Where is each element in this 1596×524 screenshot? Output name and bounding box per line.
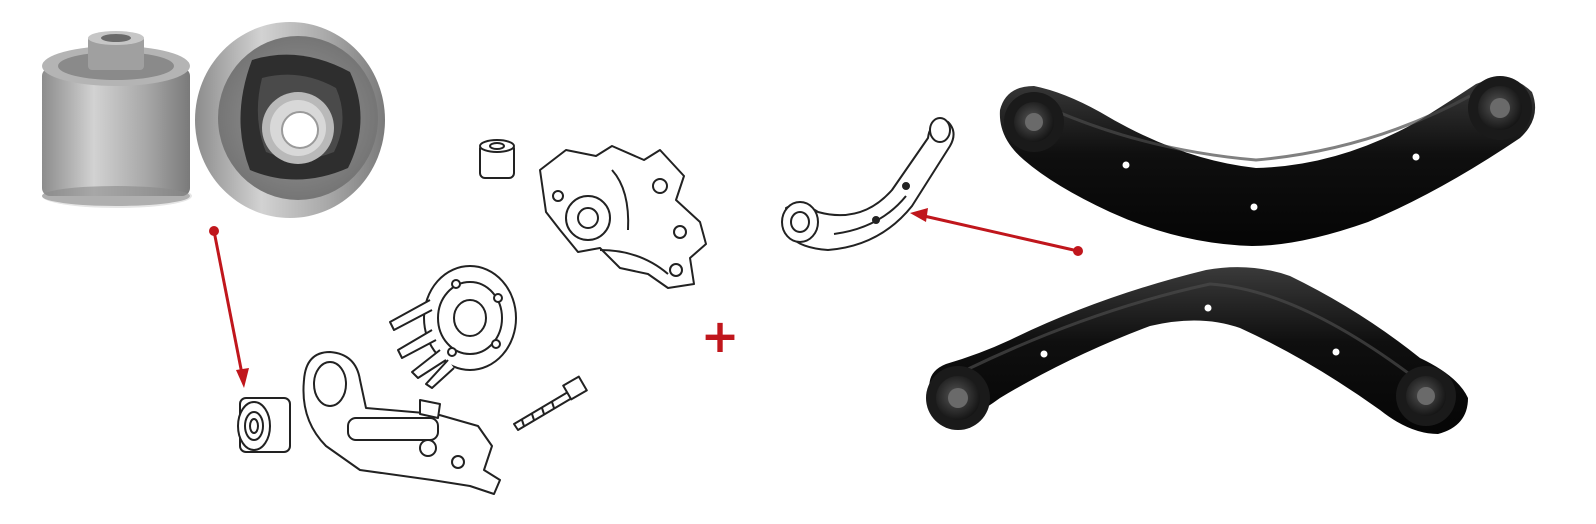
- bushing-face-view: [195, 22, 385, 218]
- diagram-small-bushing-bottom: [237, 397, 291, 453]
- control-arm-photo-pair: [926, 76, 1536, 434]
- callout-arrow-control-arm: [910, 208, 1083, 256]
- control-arm-lower: [926, 267, 1468, 434]
- trailing-arm-exploded-diagram: [237, 139, 707, 495]
- diagram-steering-knuckle: [539, 145, 707, 289]
- upper-control-arm-sketch: [781, 117, 955, 251]
- diagram-small-bushing-top: [479, 139, 515, 179]
- diagram-trailing-arm: [302, 351, 501, 495]
- diagram-bolt: [513, 375, 588, 431]
- control-arm-upper: [999, 76, 1536, 246]
- diagram-wheel-hub: [389, 265, 517, 389]
- callout-arrow-bushing: [209, 226, 249, 388]
- bushing-side-view: [42, 31, 192, 208]
- bushing-photo-pair: [42, 22, 385, 218]
- plus-sign: +: [701, 309, 740, 363]
